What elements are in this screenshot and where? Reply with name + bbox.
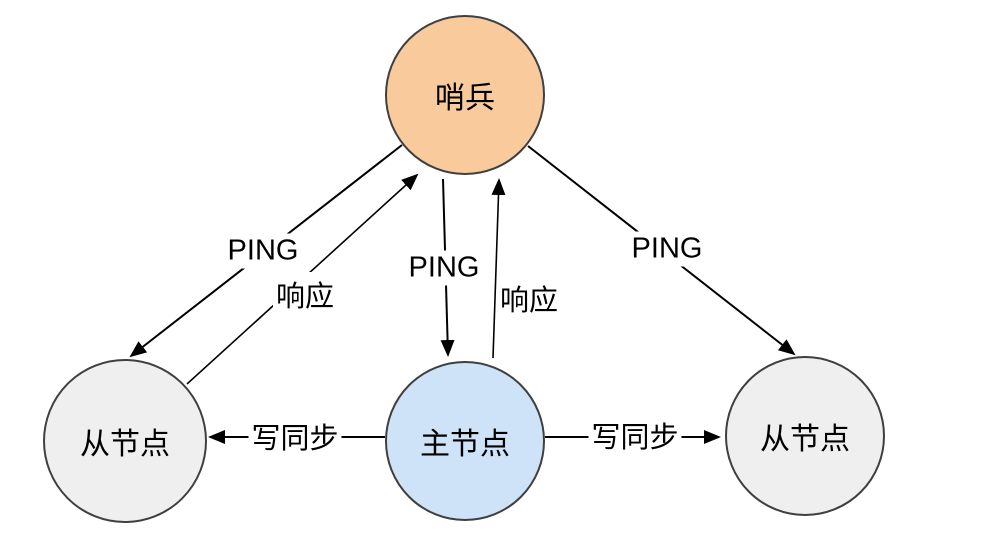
- edge-label-sync-left: 写同步: [248, 414, 342, 458]
- node-master: 主节点: [385, 361, 545, 521]
- edge-resp-mid: [491, 178, 506, 359]
- node-sentinel-label: 哨兵: [435, 82, 495, 115]
- edge-label-ping-left: PING: [224, 233, 302, 269]
- node-slave-right-label: 从节点: [760, 423, 850, 456]
- edge-label-sync-right: 写同步: [588, 413, 682, 457]
- node-slave-left-label: 从节点: [80, 428, 170, 461]
- edge-label-resp-left: 响应: [272, 272, 338, 316]
- node-master-label: 主节点: [420, 428, 510, 461]
- node-slave-left: 从节点: [43, 359, 207, 523]
- edge-label-ping-right: PING: [628, 231, 706, 267]
- node-slave-right: 从节点: [725, 356, 885, 516]
- edge-label-ping-mid: PING: [405, 250, 483, 286]
- edge-label-resp-mid: 响应: [496, 276, 562, 320]
- node-sentinel: 哨兵: [385, 15, 545, 175]
